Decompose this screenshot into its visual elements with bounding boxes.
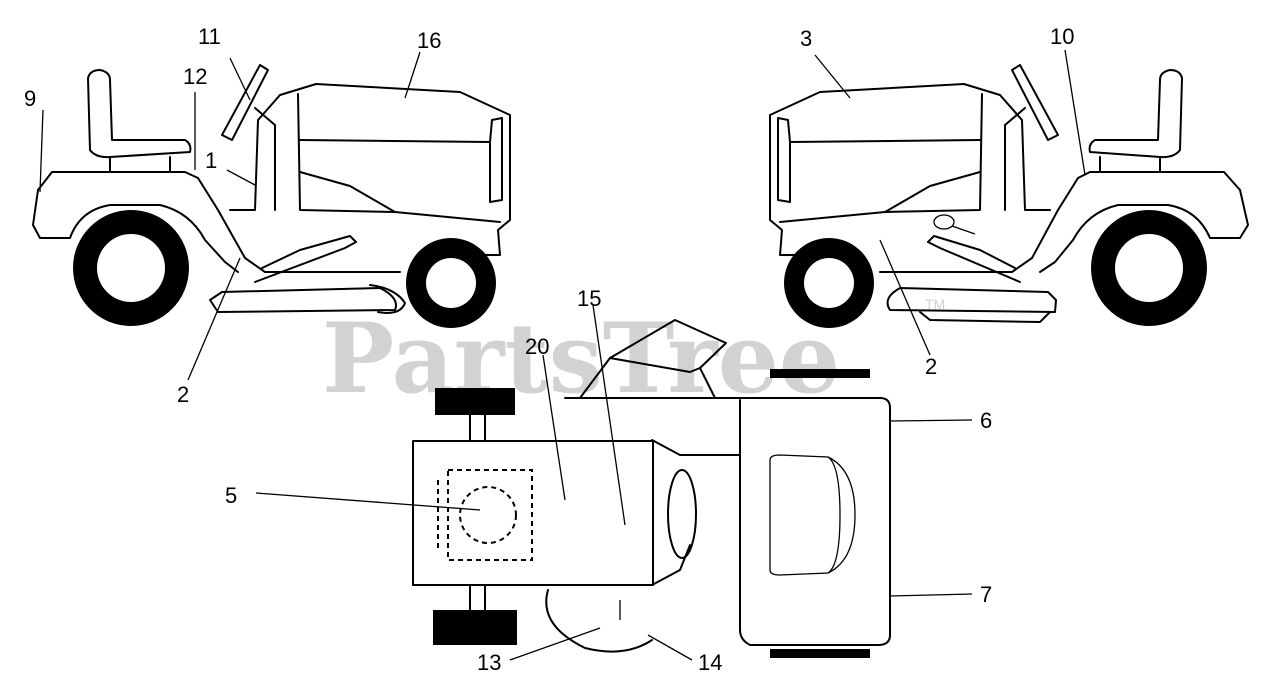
callout-13: 13	[477, 650, 501, 675]
right-tractor-side-view	[769, 64, 1249, 328]
callout-2-left: 2	[177, 382, 189, 407]
callout-10: 10	[1050, 24, 1074, 49]
watermark-trademark: TM	[925, 296, 945, 312]
callout-5: 5	[225, 483, 237, 508]
callout-2-right: 2	[925, 354, 937, 379]
leader-lines	[39, 49, 1086, 661]
callout-20: 20	[525, 334, 549, 359]
callout-11: 11	[198, 24, 221, 49]
callout-3: 3	[800, 26, 812, 51]
callout-15: 15	[577, 286, 601, 311]
callout-14: 14	[698, 650, 722, 675]
left-tractor-side-view	[32, 64, 511, 328]
callout-1: 1	[205, 148, 217, 173]
callout-9: 9	[24, 86, 36, 111]
callout-6: 6	[980, 408, 992, 433]
callout-16: 16	[417, 28, 441, 53]
callout-7: 7	[980, 582, 992, 607]
callout-12: 12	[183, 64, 207, 89]
tractor-top-view	[412, 319, 891, 658]
